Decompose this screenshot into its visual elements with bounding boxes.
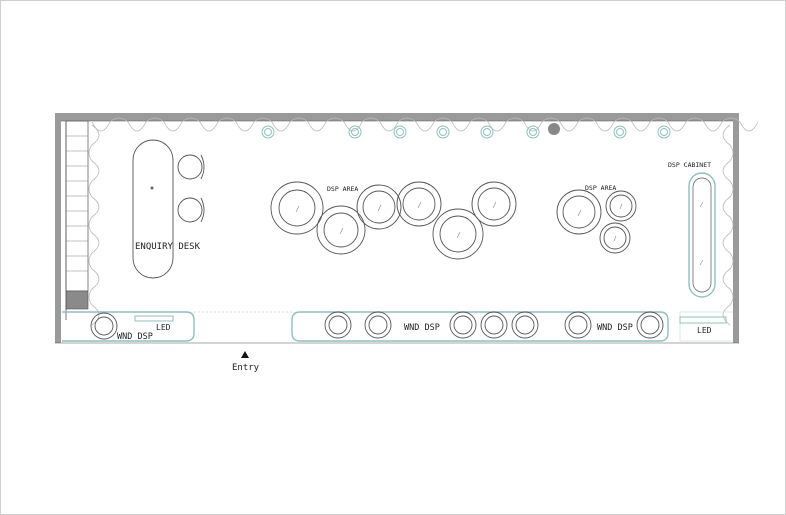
- left-wall: [55, 113, 61, 343]
- dsp-area-left-tables: [270, 181, 517, 260]
- wnd-dsp-label-1: WND DSP: [117, 332, 153, 342]
- entry-label: Entry: [232, 363, 260, 373]
- dsp-cabinet: [688, 172, 716, 298]
- window-display-counters: [62, 311, 733, 342]
- dsp-area-left-label: DSP AREA: [327, 185, 358, 193]
- wnd-dsp-label-3: WND DSP: [597, 323, 633, 333]
- column-marker: [548, 123, 560, 135]
- top-wall: [55, 113, 739, 121]
- enquiry-desk: [132, 139, 174, 279]
- dsp-area-left-marks: [295, 201, 497, 239]
- right-curtain: [722, 124, 734, 326]
- led-label-right: LED: [697, 326, 712, 335]
- staircase: [65, 120, 89, 320]
- right-wall: [733, 113, 739, 343]
- dsp-cabinet-label: DSP CABINET: [668, 161, 711, 169]
- left-curtain: [88, 124, 100, 326]
- stools: [177, 154, 205, 223]
- top-curtain: [91, 117, 759, 132]
- entry-arrow-icon: [241, 351, 249, 358]
- window-display-items: [90, 311, 664, 340]
- dsp-area-right-marks: [577, 203, 623, 242]
- led-label-left: LED: [156, 323, 171, 332]
- led-strip-left: [134, 315, 174, 322]
- top-fixtures: [261, 125, 671, 139]
- wnd-dsp-label-2: WND DSP: [404, 323, 440, 333]
- dsp-area-right-label: DSP AREA: [585, 184, 616, 192]
- enquiry-desk-label: ENQUIRY DESK: [135, 242, 201, 252]
- dsp-area-right-tables: [556, 189, 637, 254]
- led-strip-right: [679, 316, 727, 324]
